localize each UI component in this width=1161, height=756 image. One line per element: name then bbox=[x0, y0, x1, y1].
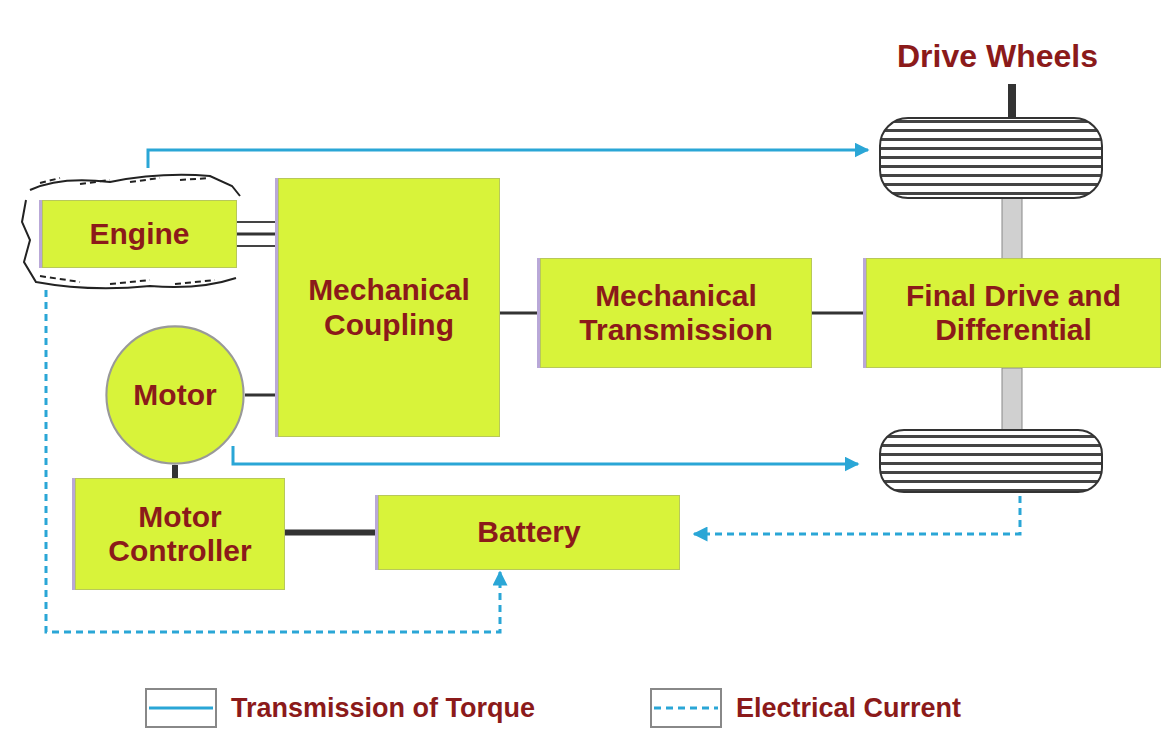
shaft-link bbox=[245, 394, 278, 397]
node-label: Battery bbox=[469, 511, 588, 554]
legend-entry: Transmission of Torque bbox=[145, 688, 535, 728]
legend-entry: Electrical Current bbox=[650, 688, 961, 728]
process-box: Battery bbox=[378, 495, 680, 570]
part-name: Drive Wheels bbox=[897, 38, 1098, 75]
node-label: Final Drive and Differential bbox=[867, 275, 1160, 352]
process-box: Mechanical Transmission bbox=[540, 258, 812, 368]
node-label: Mechanical Transmission bbox=[541, 275, 811, 352]
power-wire bbox=[285, 530, 378, 536]
legend-frame bbox=[651, 689, 721, 727]
circle-fill bbox=[106, 326, 243, 463]
legend-line bbox=[654, 707, 718, 710]
legend-label: Transmission of Torque bbox=[231, 693, 535, 724]
node-label: Engine bbox=[81, 213, 197, 256]
shaft-link bbox=[500, 312, 540, 315]
legend-label: Electrical Current bbox=[736, 693, 961, 724]
shaft-link bbox=[812, 312, 866, 315]
power-wire bbox=[172, 465, 178, 478]
process-box: Final Drive and Differential bbox=[866, 258, 1161, 368]
node-label: Mechanical Coupling bbox=[279, 269, 499, 346]
legend-line bbox=[149, 707, 213, 710]
motor-circle: Motor bbox=[105, 325, 245, 465]
process-box: Engine bbox=[42, 200, 237, 268]
regen-current bbox=[694, 496, 1020, 534]
shaft-link bbox=[237, 233, 278, 236]
legend-frame bbox=[146, 689, 216, 727]
node-label: Motor Controller bbox=[76, 496, 284, 573]
legend-sample bbox=[650, 688, 722, 728]
torque-arrows bbox=[148, 150, 868, 464]
process-box: Mechanical Coupling bbox=[278, 178, 500, 437]
node-label: Motor bbox=[125, 374, 224, 417]
legend-sample bbox=[145, 688, 217, 728]
process-box: Motor Controller bbox=[75, 478, 285, 590]
engine-sketch bbox=[22, 175, 278, 288]
